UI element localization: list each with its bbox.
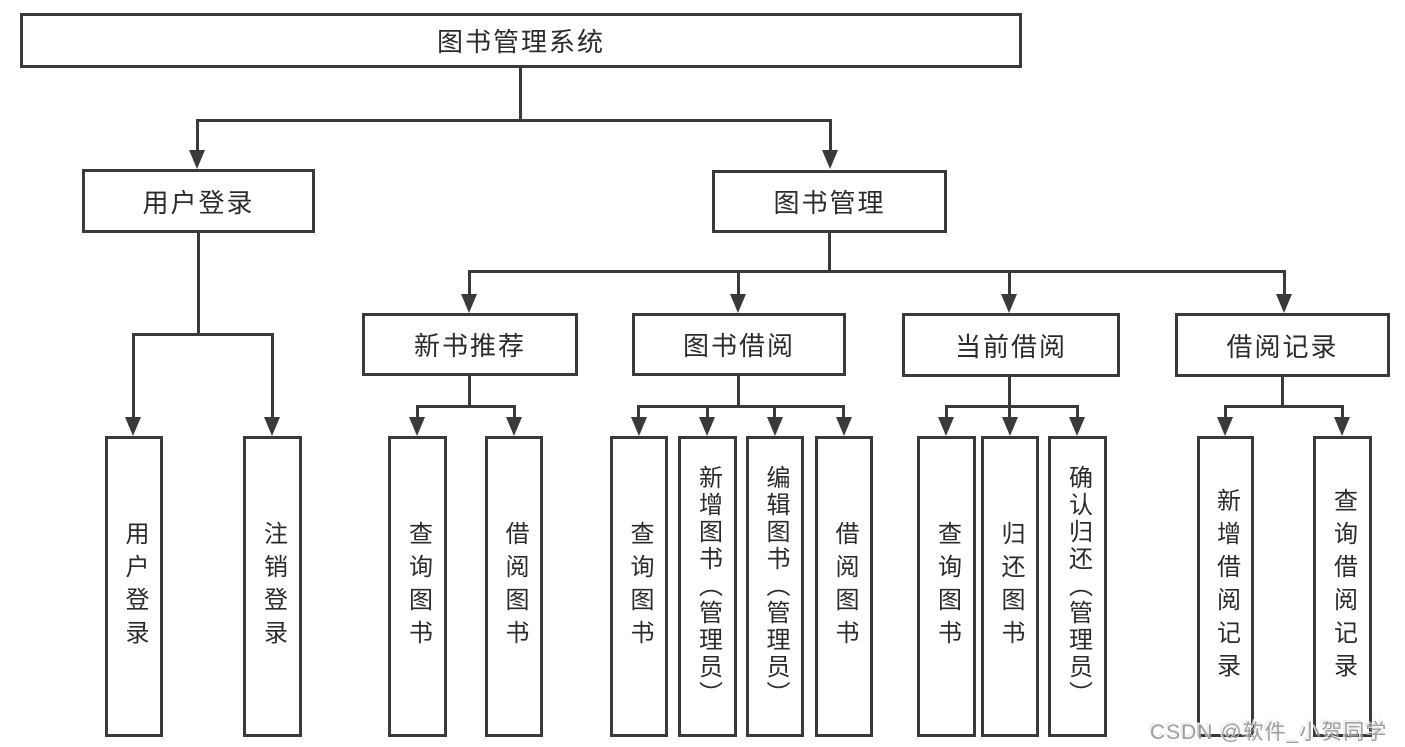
node-label: 借阅记录 [1226,331,1339,362]
leaf-query-borrow-record: 查询借阅记录 [1313,436,1372,737]
node-label: 注销登录 [259,520,287,653]
connector-line [842,405,845,419]
node-label: 新增借阅记录 [1212,487,1240,686]
connector-line [773,405,776,419]
connector-line [132,333,135,419]
node-label: 用户登录 [121,520,148,653]
arrowhead-icon [1001,294,1017,313]
connector-line [1224,405,1227,419]
connector-line [1008,376,1011,408]
connector-line [706,405,709,419]
leaf-logout: 注销登录 [243,436,302,737]
leaf-user-login: 用户登录 [105,436,163,737]
connector-line [828,233,831,273]
connector-line [416,405,516,408]
connector-line [1281,376,1284,408]
connector-line [945,405,1079,408]
connector-line [416,405,419,419]
connector-line [1008,405,1011,419]
node-label: 确认归还（管理员） [1064,465,1092,708]
node-label: 新增图书（管理员） [694,465,722,708]
connector-line [637,405,845,408]
node-current-borrowing: 当前借阅 [902,313,1120,377]
node-new-book-recommend: 新书推荐 [362,313,578,376]
arrowhead-icon [822,150,838,169]
leaf-add-borrow-record: 新增借阅记录 [1197,436,1254,737]
connector-line [519,68,522,121]
arrowhead-icon [1002,417,1018,436]
node-label: 图书借阅 [682,331,795,361]
connector-line [513,405,516,419]
connector-line [945,405,948,419]
connector-line [468,376,471,408]
node-user-login: 用户登录 [82,169,315,233]
node-label: 查询图书 [404,520,432,653]
connector-line [1224,405,1344,408]
connector-line [132,333,274,336]
arrowhead-icon [730,294,746,313]
leaf-query-book-newrec: 查询图书 [388,436,447,737]
node-label: 图书管理系统 [436,27,605,57]
node-label: 查询图书 [933,520,961,653]
leaf-borrow-book-borrowing: 借阅图书 [815,436,873,737]
connector-line [468,270,471,297]
leaf-add-book-admin: 新增图书（管理员） [678,436,737,737]
arrowhead-icon [1069,417,1085,436]
arrowhead-icon [938,417,954,436]
node-label: 当前借阅 [954,331,1067,362]
node-borrow-records: 借阅记录 [1175,313,1390,377]
connector-line [1341,405,1344,419]
arrowhead-icon [836,417,852,436]
connector-line [829,119,832,153]
node-book-borrowing: 图书借阅 [632,313,846,376]
connector-line [271,333,274,419]
node-label: 编辑图书（管理员） [762,465,789,708]
leaf-edit-book-admin: 编辑图书（管理员） [746,436,804,737]
leaf-return-book: 归还图书 [981,436,1039,737]
node-label: 归还图书 [997,520,1024,653]
node-label: 用户登录 [142,187,255,218]
connector-line [1283,270,1286,297]
node-label: 查询借阅记录 [1329,487,1357,686]
csdn-watermark: CSDN @软件_小贺同学 [1150,721,1388,744]
connector-line [468,270,1286,273]
leaf-confirm-return-admin: 确认归还（管理员） [1048,436,1107,737]
arrowhead-icon [631,417,647,436]
leaf-query-book-current: 查询图书 [917,436,976,737]
connector-line [197,233,200,336]
connector-line [1008,270,1011,297]
arrowhead-icon [506,417,522,436]
leaf-borrow-book-newrec: 借阅图书 [485,436,543,737]
arrowhead-icon [125,417,141,436]
connector-line [737,376,740,408]
node-book-management: 图书管理 [712,170,947,233]
arrowhead-icon [189,150,205,169]
node-label: 查询图书 [626,520,653,653]
node-label: 图书管理 [773,188,886,218]
node-book-management-system: 图书管理系统 [20,13,1022,68]
arrowhead-icon [1334,417,1350,436]
node-label: 借阅图书 [501,520,528,653]
arrowhead-icon [461,294,477,313]
connector-line [637,405,640,419]
connector-line [196,119,199,153]
arrowhead-icon [409,417,425,436]
node-label: 新书推荐 [413,331,526,361]
connector-line [196,119,832,122]
arrowhead-icon [767,417,783,436]
node-label: 借阅图书 [831,520,858,653]
arrowhead-icon [264,417,280,436]
arrowhead-icon [1217,417,1233,436]
arrowhead-icon [699,417,715,436]
arrowhead-icon [1276,294,1292,313]
connector-line [1076,405,1079,419]
leaf-query-book-borrowing: 查询图书 [610,436,668,737]
connector-line [737,270,740,297]
